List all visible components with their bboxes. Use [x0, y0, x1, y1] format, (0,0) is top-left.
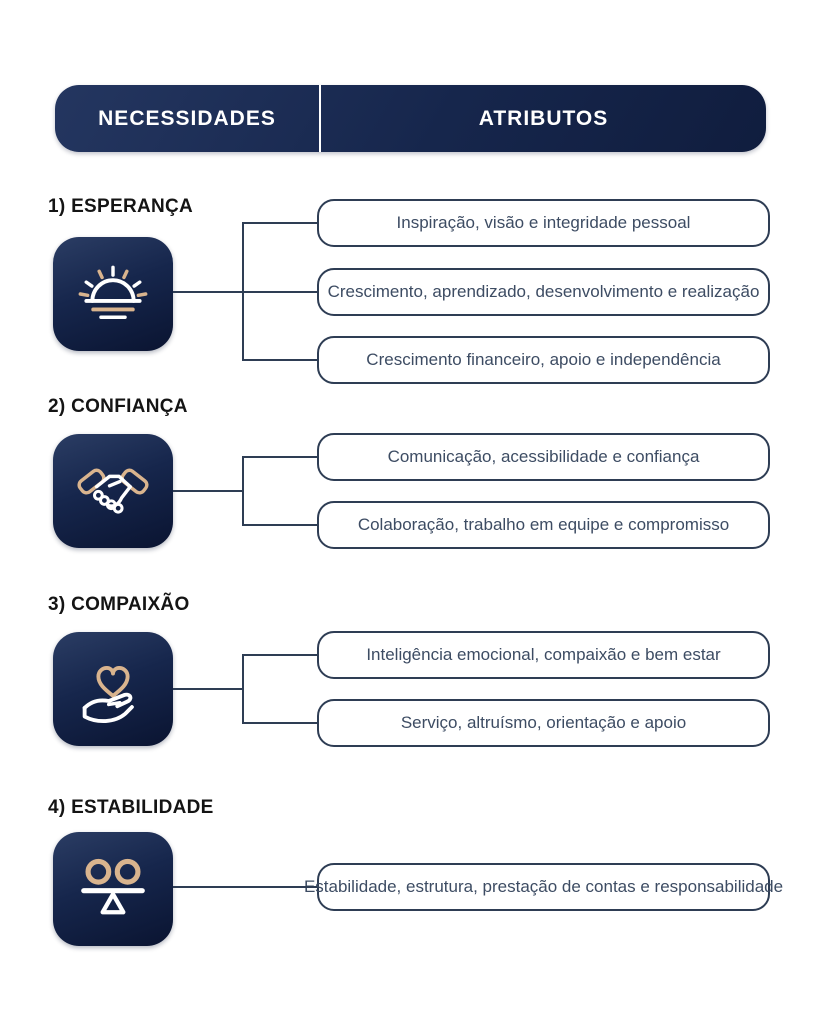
header-divider	[319, 85, 321, 152]
connector-line	[243, 456, 317, 458]
attribute-box: Inspiração, visão e integridade pessoal	[317, 199, 770, 247]
connector-line	[243, 524, 317, 526]
connector-line	[243, 222, 317, 224]
connector-line	[242, 456, 244, 526]
balance-icon	[70, 846, 156, 932]
attribute-box: Estabilidade, estrutura, prestação de co…	[304, 863, 783, 911]
header-atributos: ATRIBUTOS	[478, 106, 609, 130]
header-necessidades: NECESSIDADES	[98, 106, 276, 130]
connector-line	[242, 654, 244, 724]
section-icon-tile	[53, 434, 173, 548]
connector-line	[173, 688, 243, 690]
section-icon-tile	[53, 237, 173, 351]
section-icon-tile	[53, 632, 173, 746]
attribute-box: Colaboração, trabalho em equipe e compro…	[317, 501, 770, 549]
attribute-box: Comunicação, acessibilidade e confiança	[317, 433, 770, 481]
connector-line	[243, 359, 317, 361]
attribute-box: Crescimento, aprendizado, desenvolviment…	[317, 268, 770, 316]
attribute-box: Inteligência emocional, compaixão e bem …	[317, 631, 770, 679]
sunrise-icon	[70, 251, 156, 337]
attribute-box: Serviço, altruísmo, orientação e apoio	[317, 699, 770, 747]
section-heading-1: 1) ESPERANÇA	[48, 196, 194, 217]
section-icon-tile	[53, 832, 173, 946]
heart-in-hand-icon	[70, 646, 156, 732]
table-header: NECESSIDADES ATRIBUTOS	[55, 85, 766, 152]
connector-line	[243, 722, 317, 724]
connector-line	[243, 291, 317, 293]
section-heading-4: 4) ESTABILIDADE	[48, 797, 214, 818]
attribute-box: Crescimento financeiro, apoio e independ…	[317, 336, 770, 384]
connector-line	[173, 886, 317, 888]
connector-line	[243, 654, 317, 656]
handshake-icon	[70, 448, 156, 534]
connector-line	[173, 490, 243, 492]
connector-line	[173, 291, 243, 293]
section-heading-3: 3) COMPAIXÃO	[48, 594, 190, 615]
section-heading-2: 2) CONFIANÇA	[48, 396, 188, 417]
